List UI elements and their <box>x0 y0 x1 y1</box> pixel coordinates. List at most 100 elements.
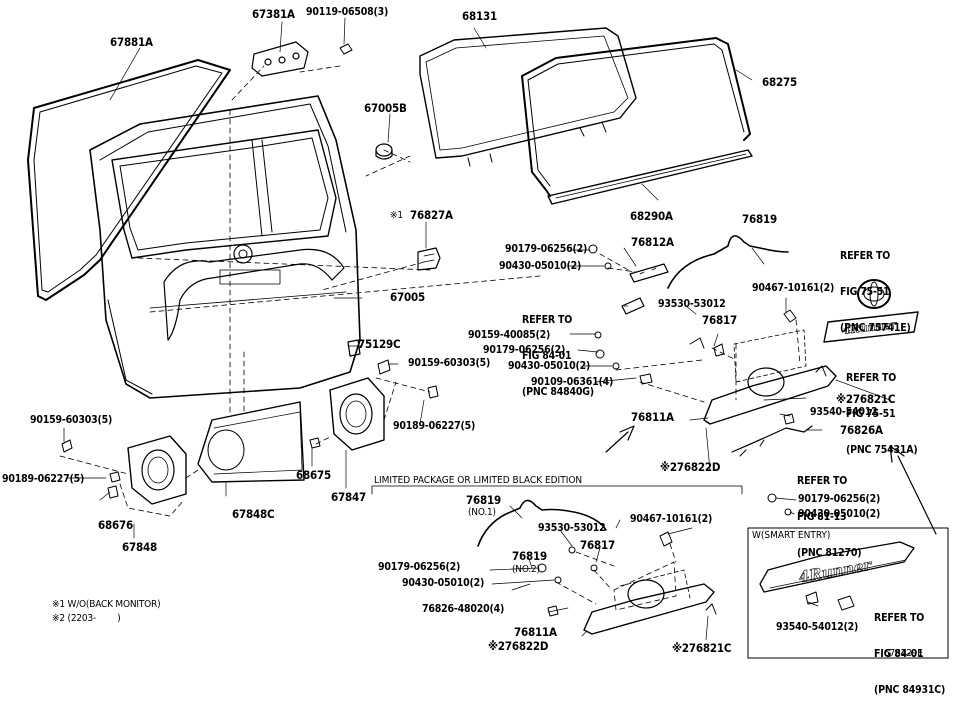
label-90189-06227-a: 90189-06227(5) <box>393 420 476 432</box>
cushion-67005b <box>375 143 393 160</box>
garnish-76811a <box>703 329 837 425</box>
label-90179-06256-c: 90179-06256(2) <box>798 493 881 505</box>
label-76812a: 76812A <box>631 235 674 249</box>
label-90430-05010-d: 90430-05010(2) <box>402 577 485 589</box>
leader-lines <box>63 17 891 641</box>
ref-84840g-l2: FIG 84-01 <box>522 350 572 362</box>
label-90159-40085: 90159-40085(2) <box>468 329 551 341</box>
label-90159-60303-b: 90159-60303(5) <box>30 414 113 426</box>
label-76822d-b: ※276822D <box>488 639 549 653</box>
ref-75431a: REFER TO FIG 75-51 (PNC 75431A) <box>846 348 918 468</box>
ref-75431a-l2: FIG 75-51 <box>846 408 896 420</box>
limited-garnish-76811a <box>583 569 715 635</box>
ref-84931c-l2: FIG 84-01 <box>874 648 924 660</box>
ref-81270-l3: (PNC 81270) <box>797 547 862 559</box>
glass-weatherstrip-68275 <box>521 37 751 197</box>
label-67381a: 67381A <box>252 7 295 21</box>
ref-75431a-l1: REFER TO <box>846 372 897 384</box>
ref-81270-l1: REFER TO <box>797 475 848 487</box>
label-90159-60303-a: 90159-60303(5) <box>408 357 491 369</box>
note-1: ※1 W/O(BACK MONITOR) <box>52 599 161 610</box>
bracket-76812a <box>629 263 669 283</box>
plug-75129c <box>347 339 361 357</box>
weatherstrip-67881a <box>27 59 231 301</box>
ref-81270-l2: FIG 81-13 <box>797 511 847 523</box>
ref-84840g-l3: (PNC 84840G) <box>522 386 594 398</box>
note-mark-76827a: ※1 <box>390 210 403 221</box>
label-90467-10161-b: 90467-10161(2) <box>630 513 713 525</box>
label-67005b: 67005B <box>364 101 407 115</box>
ref-84931c-l3: (PNC 84931C) <box>874 684 946 696</box>
label-76826-48020: 76826-48020(4) <box>422 603 505 615</box>
ref-84840g-l1: REFER TO <box>522 314 573 326</box>
label-76817-a: 76817 <box>702 313 737 327</box>
label-75129c: 75129C <box>358 337 401 351</box>
label-67847: 67847 <box>331 490 366 504</box>
toyota-emblem <box>857 279 891 309</box>
label-76817-b: 76817 <box>580 538 615 552</box>
label-90430-05010-a: 90430-05010(2) <box>499 260 582 272</box>
label-68676: 68676 <box>98 518 133 532</box>
ref-84931c-l1: REFER TO <box>874 612 925 624</box>
label-90179-06256-a: 90179-06256(2) <box>505 243 588 255</box>
label-76819-no1: 76819 <box>466 493 501 507</box>
ref-75741e: REFER TO FIG 75-51 (PNC 75741E) <box>840 226 911 346</box>
label-67848c: 67848C <box>232 507 275 521</box>
connector-84840g <box>621 297 645 315</box>
arrows <box>605 425 937 535</box>
label-76821c-b: ※276821C <box>672 641 732 655</box>
smart-entry-box <box>747 527 949 659</box>
label-76811a-b: 76811A <box>514 625 557 639</box>
label-93530-53012-b: 93530-53012 <box>538 522 606 534</box>
emblem-4runner-text: 4Runner <box>842 318 898 337</box>
ref-75741e-l3: (PNC 75741E) <box>840 322 911 334</box>
ref-81270: REFER TO FIG 81-13 (PNC 81270) <box>797 451 862 571</box>
ref-75741e-l1: REFER TO <box>840 250 891 262</box>
figure-id: 676229E <box>884 648 923 659</box>
limited-package-box <box>371 485 743 495</box>
label-76819-no2-sub: (NO.2) <box>512 564 540 575</box>
dashed-guide-lines <box>59 65 801 611</box>
label-76827a: 76827A <box>410 208 453 222</box>
label-90119-06508: 90119-06508(3) <box>306 6 389 18</box>
ref-75741e-l2: FIG 75-51 <box>840 286 890 298</box>
label-90179-06256-d: 90179-06256(2) <box>378 561 461 573</box>
label-67005: 67005 <box>390 290 425 304</box>
label-76821c-a: ※276821C <box>836 392 896 406</box>
label-90430-05010-c: 90430-05010(2) <box>798 508 881 520</box>
wire-76819 <box>667 235 789 289</box>
label-90109-06361: 90109-06361(4) <box>531 376 614 388</box>
label-67881a: 67881A <box>110 35 153 49</box>
switch-76827a <box>417 247 441 271</box>
label-93540-54012-2: 93540-54012(2) <box>776 621 859 633</box>
label-68131: 68131 <box>462 9 497 23</box>
label-90189-06227-b: 90189-06227(5) <box>2 473 85 485</box>
label-76819-no1-sub: (NO.1) <box>468 507 496 518</box>
label-90179-06256-b: 90179-06256(2) <box>483 344 566 356</box>
limited-package-title: LIMITED PACKAGE OR LIMITED BLACK EDITION <box>374 475 583 486</box>
smart-entry-title: W(SMART ENTRY) <box>752 530 831 541</box>
label-93540-54012: 93540-54012 <box>810 406 878 418</box>
label-76811a-a: 76811A <box>631 410 674 424</box>
cover-67848 <box>127 435 187 505</box>
ref-75431a-l3: (PNC 75431A) <box>846 444 918 456</box>
4runner-emblem <box>823 311 919 343</box>
note-2: ※2 (2203- ) <box>52 613 121 624</box>
label-93530-53012-a: 93530-53012 <box>658 298 726 310</box>
label-90467-10161-a: 90467-10161(2) <box>752 282 835 294</box>
harness-76826a <box>731 425 813 457</box>
label-68290a: 68290A <box>630 209 673 223</box>
label-76819-no2: 76819 <box>512 549 547 563</box>
label-90430-05010-b: 90430-05010(2) <box>508 360 591 372</box>
hinge-67381a <box>251 41 353 77</box>
limited-wire-76819-no1 <box>477 499 607 547</box>
label-76826a: 76826A <box>840 423 883 437</box>
back-glass-68131 <box>419 27 637 167</box>
parts-diagram: 4Runner 4Runner <box>27 17 949 659</box>
glass-moulding-68290a <box>547 149 753 205</box>
label-68275: 68275 <box>762 75 797 89</box>
label-76822d-a: ※276822D <box>660 460 721 474</box>
label-76819: 76819 <box>742 212 777 226</box>
label-67848: 67848 <box>122 540 157 554</box>
trim-67848c <box>197 401 305 483</box>
